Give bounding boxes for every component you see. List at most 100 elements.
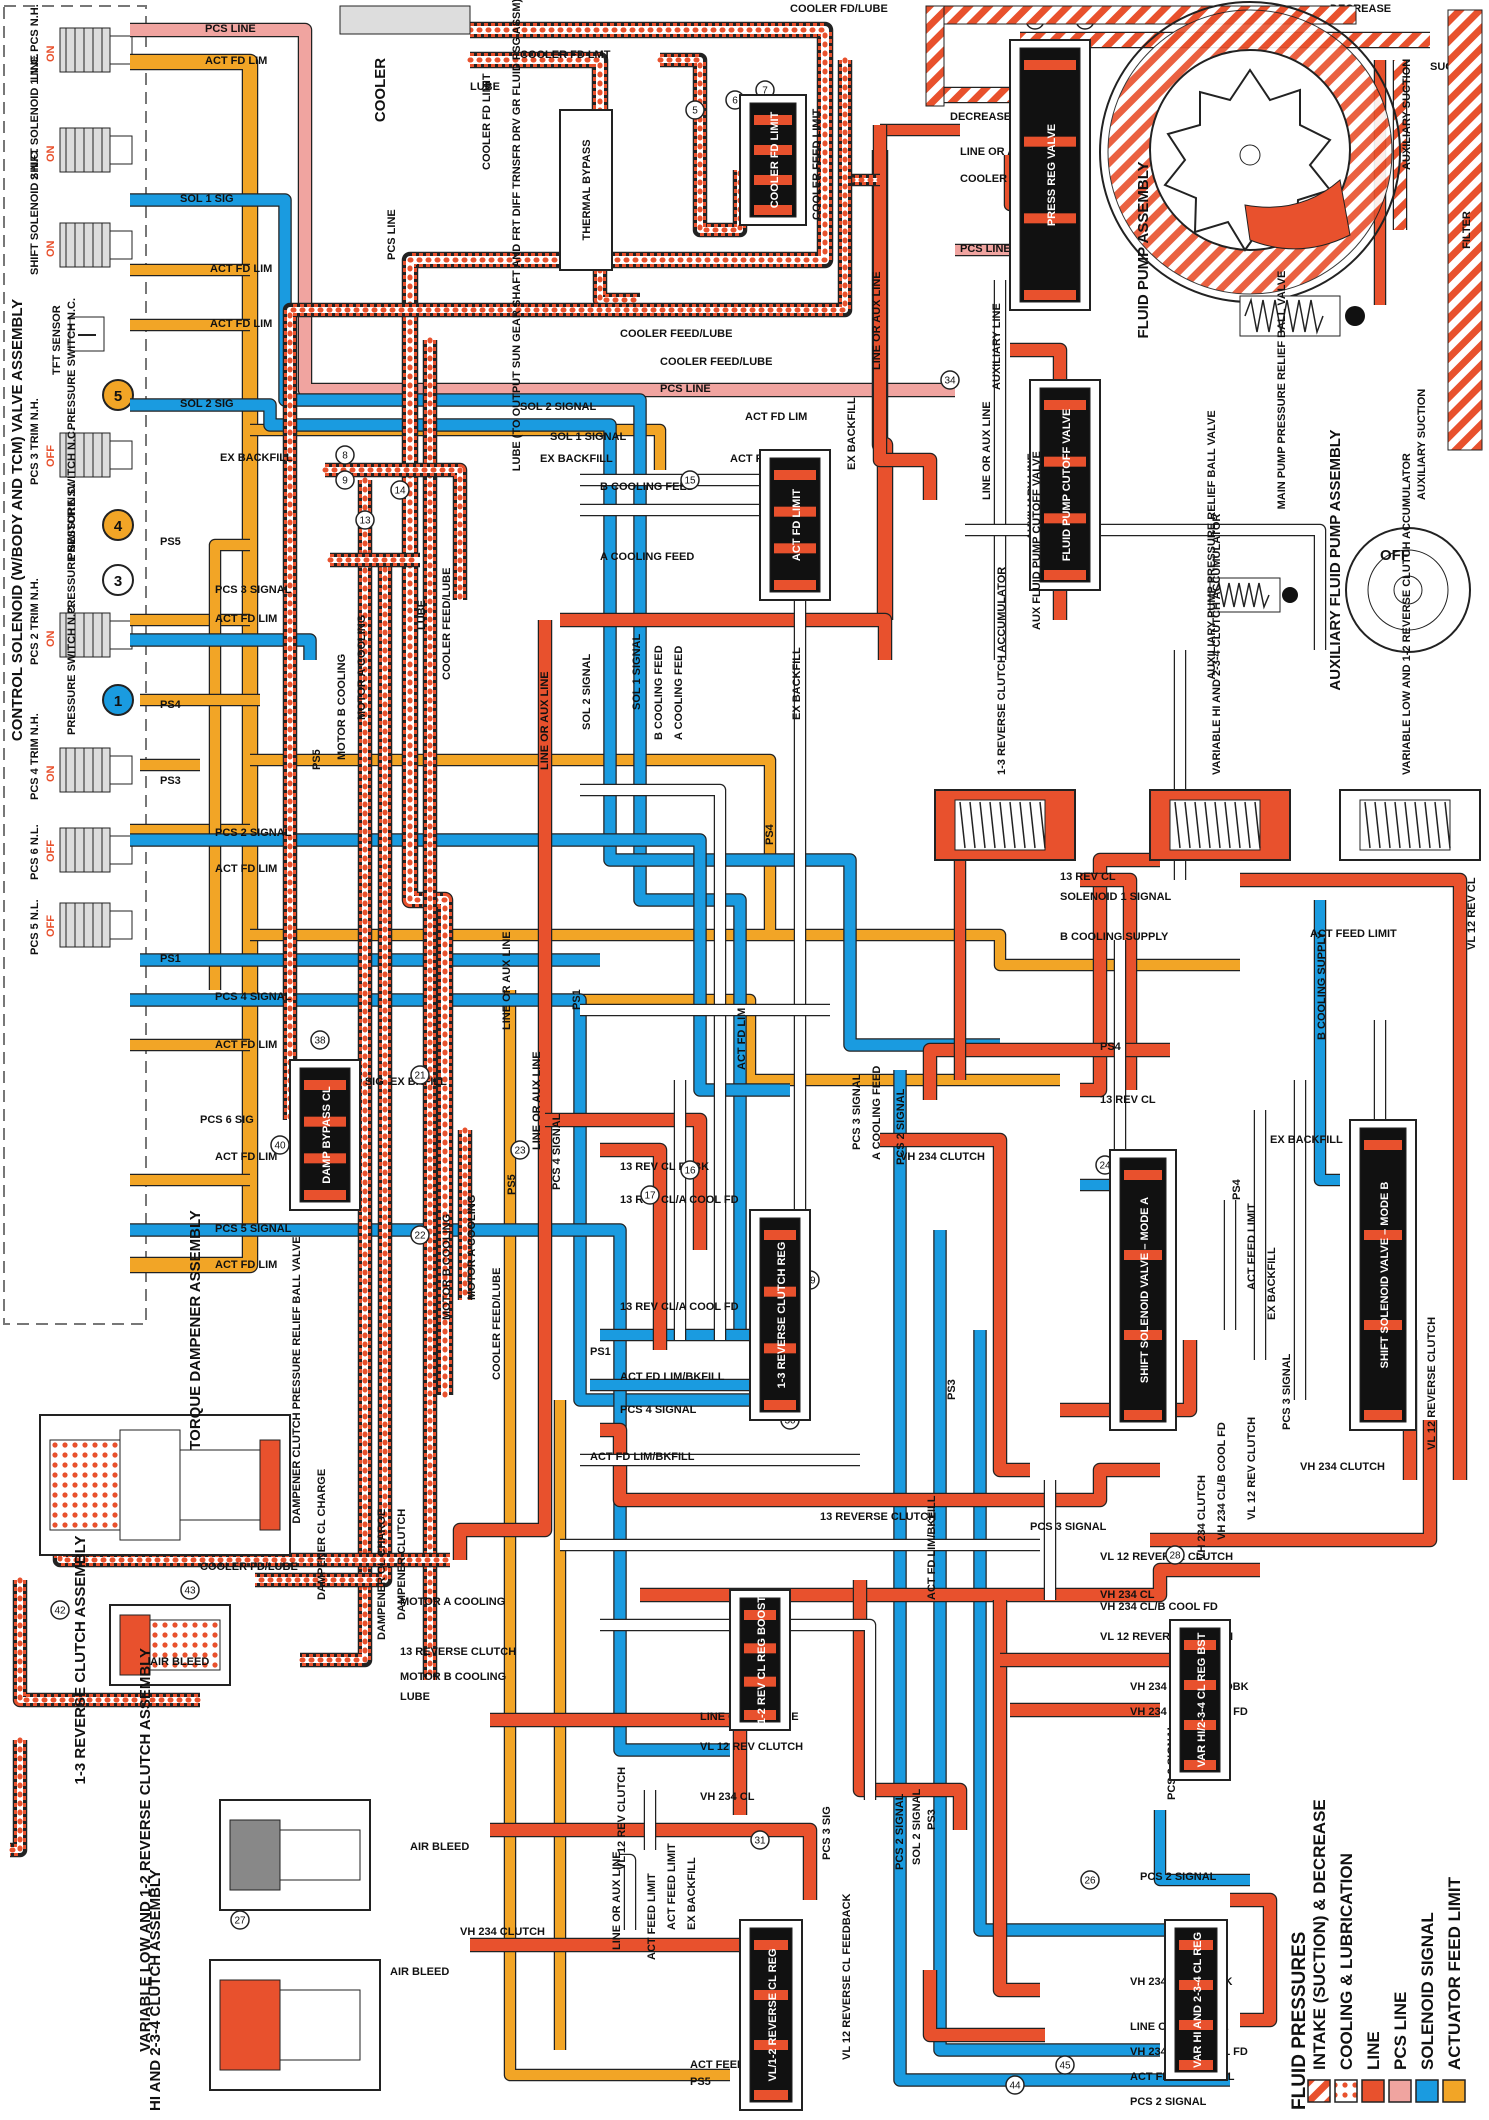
line-label-a_cooling_feed: A COOLING FEED xyxy=(871,1066,883,1160)
pressure-switch-number: 4 xyxy=(114,518,123,535)
port-number-marker xyxy=(390,480,410,500)
spring-coil xyxy=(1224,801,1231,849)
line-label-vl12_rev_clutch: VL 12 REV CLUTCH xyxy=(616,1767,628,1870)
spring-coil xyxy=(1384,801,1391,849)
port-number-marker xyxy=(680,470,700,490)
valve-land xyxy=(1124,1170,1162,1180)
solenoid: PCS 5 N.L. OFF xyxy=(29,899,133,955)
solenoid-port-icon xyxy=(109,835,133,865)
line-label-ex_backfill: EX BACKFILL xyxy=(220,452,293,464)
pressure-switch-number: 5 xyxy=(114,388,122,405)
line-label-act_fd_lim: ACT FD LIM xyxy=(210,318,272,330)
line-label-pcs2_signal: PCS 2 SIGNAL xyxy=(215,827,292,839)
spring-coil xyxy=(1184,801,1191,849)
port-number-marker xyxy=(180,1580,200,1600)
line-line xyxy=(924,1970,1045,2041)
aux-pump-label: AUXILIARY FLUID PUMP ASSEMBLY xyxy=(1327,429,1344,690)
solenoid-state: OFF xyxy=(45,915,57,937)
line-label-motor_a_cooling: MOTOR A COOLING xyxy=(356,615,368,720)
valve-land xyxy=(764,1343,796,1354)
line-label-pcs4_signal: PCS 4 SIGNAL xyxy=(215,991,292,1003)
line-label-cooler_feed_lube: COOLER FEED/LUBE xyxy=(620,328,732,340)
valve-land xyxy=(1024,290,1076,300)
pressure-switch-label: PRESSURE SWITCH N.C. xyxy=(66,298,78,430)
line-label-act_fd_lim: ACT FD LIM xyxy=(205,55,267,67)
fluid-pump-label: FLUID PUMP ASSEMBLY xyxy=(1135,162,1152,339)
valve-land xyxy=(1044,400,1086,410)
accumulator-label: VARIABLE LOW AND 1-2 REVERSE CLUTCH ACCU… xyxy=(1401,453,1413,775)
line-label-pcs_line: PCS LINE xyxy=(386,209,398,260)
solenoid-label: PCS 2 TRIM N.H. xyxy=(29,578,41,665)
valve-land xyxy=(774,506,816,517)
port-number: 5 xyxy=(692,106,698,117)
line-label-act_feed_limit: ACT FEED LIMIT xyxy=(1246,1203,1258,1290)
line-label-vh234_cl: VH 234 CL xyxy=(700,1791,755,1803)
solenoid: SHIFT SOLENOID 1 N.C.ON xyxy=(29,53,133,180)
spring-coil xyxy=(1444,801,1451,849)
line-label-pcs_line: PCS LINE xyxy=(660,383,711,395)
cooling-line-dots xyxy=(597,267,643,303)
valve-label: SHIFT SOLENOID VALVE – MODE A xyxy=(1139,1197,1151,1383)
line-label-line_or_aux: LINE OR AUX LINE xyxy=(501,931,513,1030)
legend-item-intake: INTAKE (SUCTION) & DECREASE xyxy=(1310,1799,1329,2070)
line-label-aux_line: AUXILIARY LINE xyxy=(991,303,1003,390)
port-number: 27 xyxy=(234,1916,246,1927)
port-number: 26 xyxy=(1084,1876,1096,1887)
line-label-act_fd_lim: ACT FD LIM xyxy=(210,263,272,275)
solenoid: PCS 4 TRIM N.H.ON xyxy=(29,713,133,800)
line-label-act_fd_lim_bkfill: ACT FD LIM/BKFILL xyxy=(590,1451,695,1463)
solenoid: LINE PCS N.H.ON xyxy=(29,4,133,80)
valve-land xyxy=(1364,1410,1402,1420)
cooling-line-dots xyxy=(7,1737,23,1853)
line-line xyxy=(994,1600,1040,1996)
line-label-ps1: PS1 xyxy=(571,989,583,1010)
spring-coil xyxy=(1009,801,1016,849)
valve-land xyxy=(774,543,816,554)
line-label-motor_b_cooling: MOTOR B COOLING xyxy=(336,654,348,760)
solenoid_signal-line xyxy=(1315,900,1340,1185)
line-label-ex_backfill: EX BACKFILL xyxy=(540,453,613,465)
line-label-ps1: PS1 xyxy=(590,1346,611,1358)
line-line xyxy=(1150,1420,1436,1546)
solenoid-label: PCS 5 N.L. xyxy=(29,899,41,955)
legend-item-pcs_line: PCS LINE xyxy=(1391,1992,1410,2070)
line-label-act_feed_limit: ACT FEED LIMIT xyxy=(1310,928,1397,940)
port-number-marker xyxy=(310,1030,330,1050)
line-line xyxy=(1240,874,1466,1480)
cooler-label: COOLER xyxy=(372,58,389,122)
line-label-pcs2_signal: PCS 2 SIGNAL xyxy=(1130,2096,1207,2108)
port-number-marker xyxy=(1165,1545,1185,1565)
line-label-motor_a_cooling: MOTOR A COOLING xyxy=(400,1596,505,1608)
port-number-marker xyxy=(680,1160,700,1180)
line-label-ps5: PS5 xyxy=(160,536,181,548)
solenoid-state: ON xyxy=(45,630,57,647)
line-label-cooler_fd_lube: COOLER FD/LUBE xyxy=(790,3,888,15)
cooling-line-dots xyxy=(297,477,368,1663)
line-line xyxy=(874,125,936,500)
line-label-vl12_rev_clutch: VL 12 REV CLUTCH xyxy=(700,1741,803,1753)
lube-note: LUBE (TO OUTPUT SUN GEAR SHAFT AND FRT D… xyxy=(511,0,523,471)
valve-land xyxy=(754,115,792,125)
spring-coil xyxy=(1174,801,1181,849)
line-label-pcs6_sig: PCS 6 SIG xyxy=(200,1114,254,1126)
valve-land xyxy=(1179,1980,1213,1990)
line-line xyxy=(454,620,551,1560)
solenoid_signal-line xyxy=(130,994,780,1406)
line-label-vl12_reverse_clutch: VL 12 REVERSE CLUTCH xyxy=(1426,1317,1438,1450)
line-label-rev_cl_13: 13 REV CL xyxy=(1100,1094,1156,1106)
line-label-act_fd_lim: ACT FD LIM xyxy=(736,1008,748,1070)
assembly-title: CONTROL SOLENOID (W/BODY AND TCM) VALVE … xyxy=(9,299,26,741)
press_reg-valve: PRESS REG VALVE xyxy=(1009,39,1091,311)
valve-land xyxy=(1044,456,1086,467)
line-line xyxy=(640,1564,1260,1601)
solenoid_signal-line-outline xyxy=(130,398,1000,1052)
line-label-pcs_line: PCS LINE xyxy=(960,243,1011,255)
valve-spool xyxy=(749,1927,793,2103)
line-line xyxy=(545,1114,706,1250)
valve-spool xyxy=(1174,1927,1218,2073)
